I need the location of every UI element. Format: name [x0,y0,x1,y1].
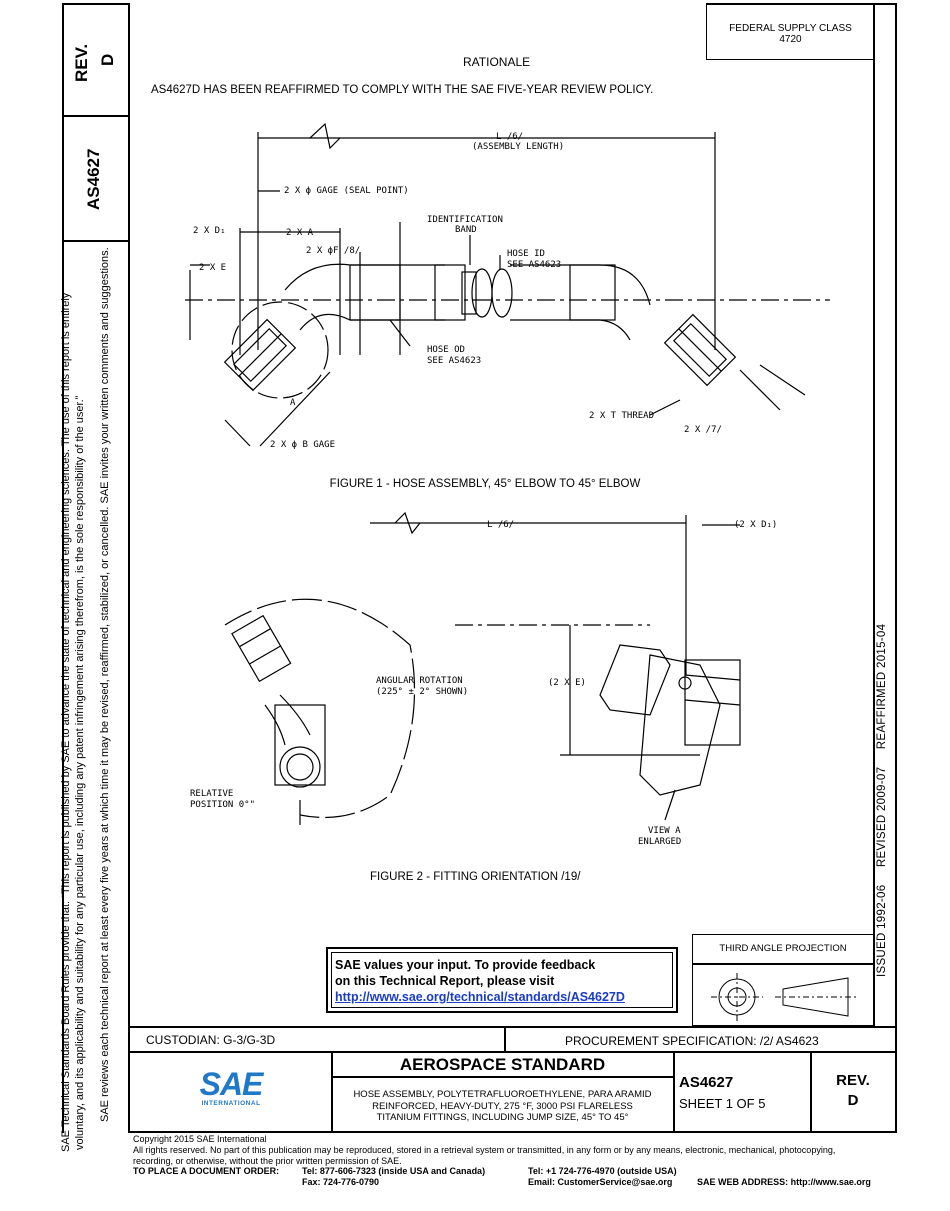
feedback-box: SAE values your input. To provide feedba… [326,947,678,1013]
side-rev-value: D [98,53,117,66]
fig2-d1-label: (2 X D₁) [734,520,778,530]
description-divider [673,1051,675,1132]
fig1-ident-band-label: IDENTIFICATION [427,215,503,225]
custodian: CUSTODIAN: G-3/G-3D [146,1033,276,1047]
fig1-b-gage-label: 2 X ϕ B GAGE [270,440,336,450]
rev-divider [810,1051,812,1132]
projection-label: THIRD ANGLE PROJECTION [719,943,847,954]
description-line1: HOSE ASSEMBLY, POLYTETRAFLUOROETHYLENE, … [353,1089,652,1100]
fig1-f-label: 2 X ϕF /8/ [306,246,361,256]
custodian-divider [504,1026,506,1052]
fig2-view-label2: ENLARGED [638,837,682,847]
fig2-relative-label: RELATIVE [190,789,234,799]
fig1-length-label: L /6/ [496,132,524,142]
title-block-bottom [128,1131,896,1133]
dates-column-border [873,3,875,1026]
frame-right-border [895,3,897,1133]
fig1-ident-band-label2: BAND [455,225,477,235]
fig1-hose-id-label2: SEE AS4623 [507,260,562,270]
fig2-view-label: VIEW A [648,826,681,836]
projection-symbol [711,973,858,1021]
side-notice-line3: SAE reviews each technical report at lea… [99,247,111,1122]
fig2-relative-label2: POSITION 0°" [190,800,256,810]
fig1-gage-seal-label: 2 X ϕ GAGE (SEAL POINT) [284,186,409,196]
document-description: HOSE ASSEMBLY, POLYTETRAFLUOROETHYLENE, … [331,1089,674,1124]
feedback-link[interactable]: http://www.sae.org/technical/standards/A… [335,990,625,1004]
procurement-spec: PROCUREMENT SPECIFICATION: /2/ AS4623 [565,1034,819,1048]
description-line3: TITANIUM FITTINGS, INCLUDING JUMP SIZE, … [376,1112,629,1123]
fig2-angular-label: ANGULAR ROTATION [376,676,463,686]
frame-inner-border [128,3,130,1133]
fig1-t-thread-label: 2 X T THREAD [589,411,655,421]
fig1-assembly-length-label: (ASSEMBLY LENGTH) [472,142,565,152]
tel-intl: Tel: +1 724-776-4970 (outside USA) [528,1166,677,1176]
order-label: TO PLACE A DOCUMENT ORDER: [133,1166,280,1176]
email: Email: CustomerService@sae.org [528,1177,673,1187]
fig1-a-single-label: A [290,398,296,408]
document-dates: ISSUED 1992-06 REVISED 2009-07 REAFFIRME… [876,623,888,977]
fig2-length-label: L /6/ [487,520,515,530]
title-block-top [128,1026,896,1028]
description-line2: REINFORCED, HEAVY-DUTY, 275 °F, 3000 PSI… [372,1100,633,1112]
rationale-text: AS4627D HAS BEEN REAFFIRMED TO COMPLY WI… [151,84,654,96]
standard-type-divider [331,1076,674,1078]
frame-left-border [62,3,64,1133]
title-block-divider [128,1051,896,1053]
fig1-a-label: 2 X A [286,228,314,238]
side-doc-number: AS4627 [84,148,103,210]
sheet-number: SHEET 1 OF 5 [679,1096,766,1111]
side-notice-line2: voluntary, and its applicability and sui… [74,395,86,1150]
frame-top-left [62,3,129,5]
feedback-line1: SAE values your input. To provide feedba… [335,958,596,972]
sae-logo-sub: INTERNATIONAL [201,1100,261,1107]
logo-divider [331,1051,333,1132]
doc-number: AS4627 [679,1074,734,1091]
fax: Fax: 724-776-0790 [302,1177,380,1187]
projection-box: THIRD ANGLE PROJECTION [692,934,874,1026]
fig1-hose-id-label: HOSE ID [507,249,545,259]
rights-line2: recording, or otherwise, without the pri… [133,1156,402,1166]
feedback-line2: on this Technical Report, please visit [335,974,555,988]
standard-type: AEROSPACE STANDARD [399,1055,606,1074]
rights-line1: All rights reserved. No part of this pub… [133,1145,836,1155]
title-rev-value: D [847,1092,859,1109]
fig2-e-label: (2 X E) [548,678,586,688]
fig2-angular-label2: (225° ± 2° SHOWN) [376,687,469,697]
figure2-drawing [224,511,741,825]
figure1-drawing [185,122,830,447]
rationale-heading: RATIONALE [463,55,531,69]
fig1-hose-od-label2: SEE AS4623 [427,356,482,366]
side-notice-line1: SAE Technical Standards Board Rules prov… [60,292,72,1152]
fig1-seven-label: 2 X /7/ [684,425,722,435]
side-number-divider [62,240,129,242]
federal-supply-class-box: FEDERAL SUPPLY CLASS 4720 [706,3,875,60]
sae-logo: SAE INTERNATIONAL [196,1068,266,1107]
federal-supply-class-value: 4720 [779,34,802,45]
federal-supply-class-label: FEDERAL SUPPLY CLASS [729,23,852,34]
copyright: Copyright 2015 SAE International [133,1134,267,1144]
figure1-caption: FIGURE 1 - HOSE ASSEMBLY, 45° ELBOW TO 4… [329,478,641,490]
sae-logo-text: SAE [199,1066,264,1102]
rev-box-divider [62,115,129,117]
tel-us: Tel: 877-606-7323 (inside USA and Canada… [302,1166,486,1176]
web-address: SAE WEB ADDRESS: http://www.sae.org [697,1177,871,1187]
figure2-caption: FIGURE 2 - FITTING ORIENTATION /19/ [370,871,581,883]
title-rev-label: REV. [836,1072,870,1089]
fig1-d1-label: 2 X D₁ [193,226,226,236]
fig1-hose-od-label: HOSE OD [427,345,465,355]
fig1-e-label: 2 X E [199,263,227,273]
side-rev-label: REV. [72,43,91,82]
